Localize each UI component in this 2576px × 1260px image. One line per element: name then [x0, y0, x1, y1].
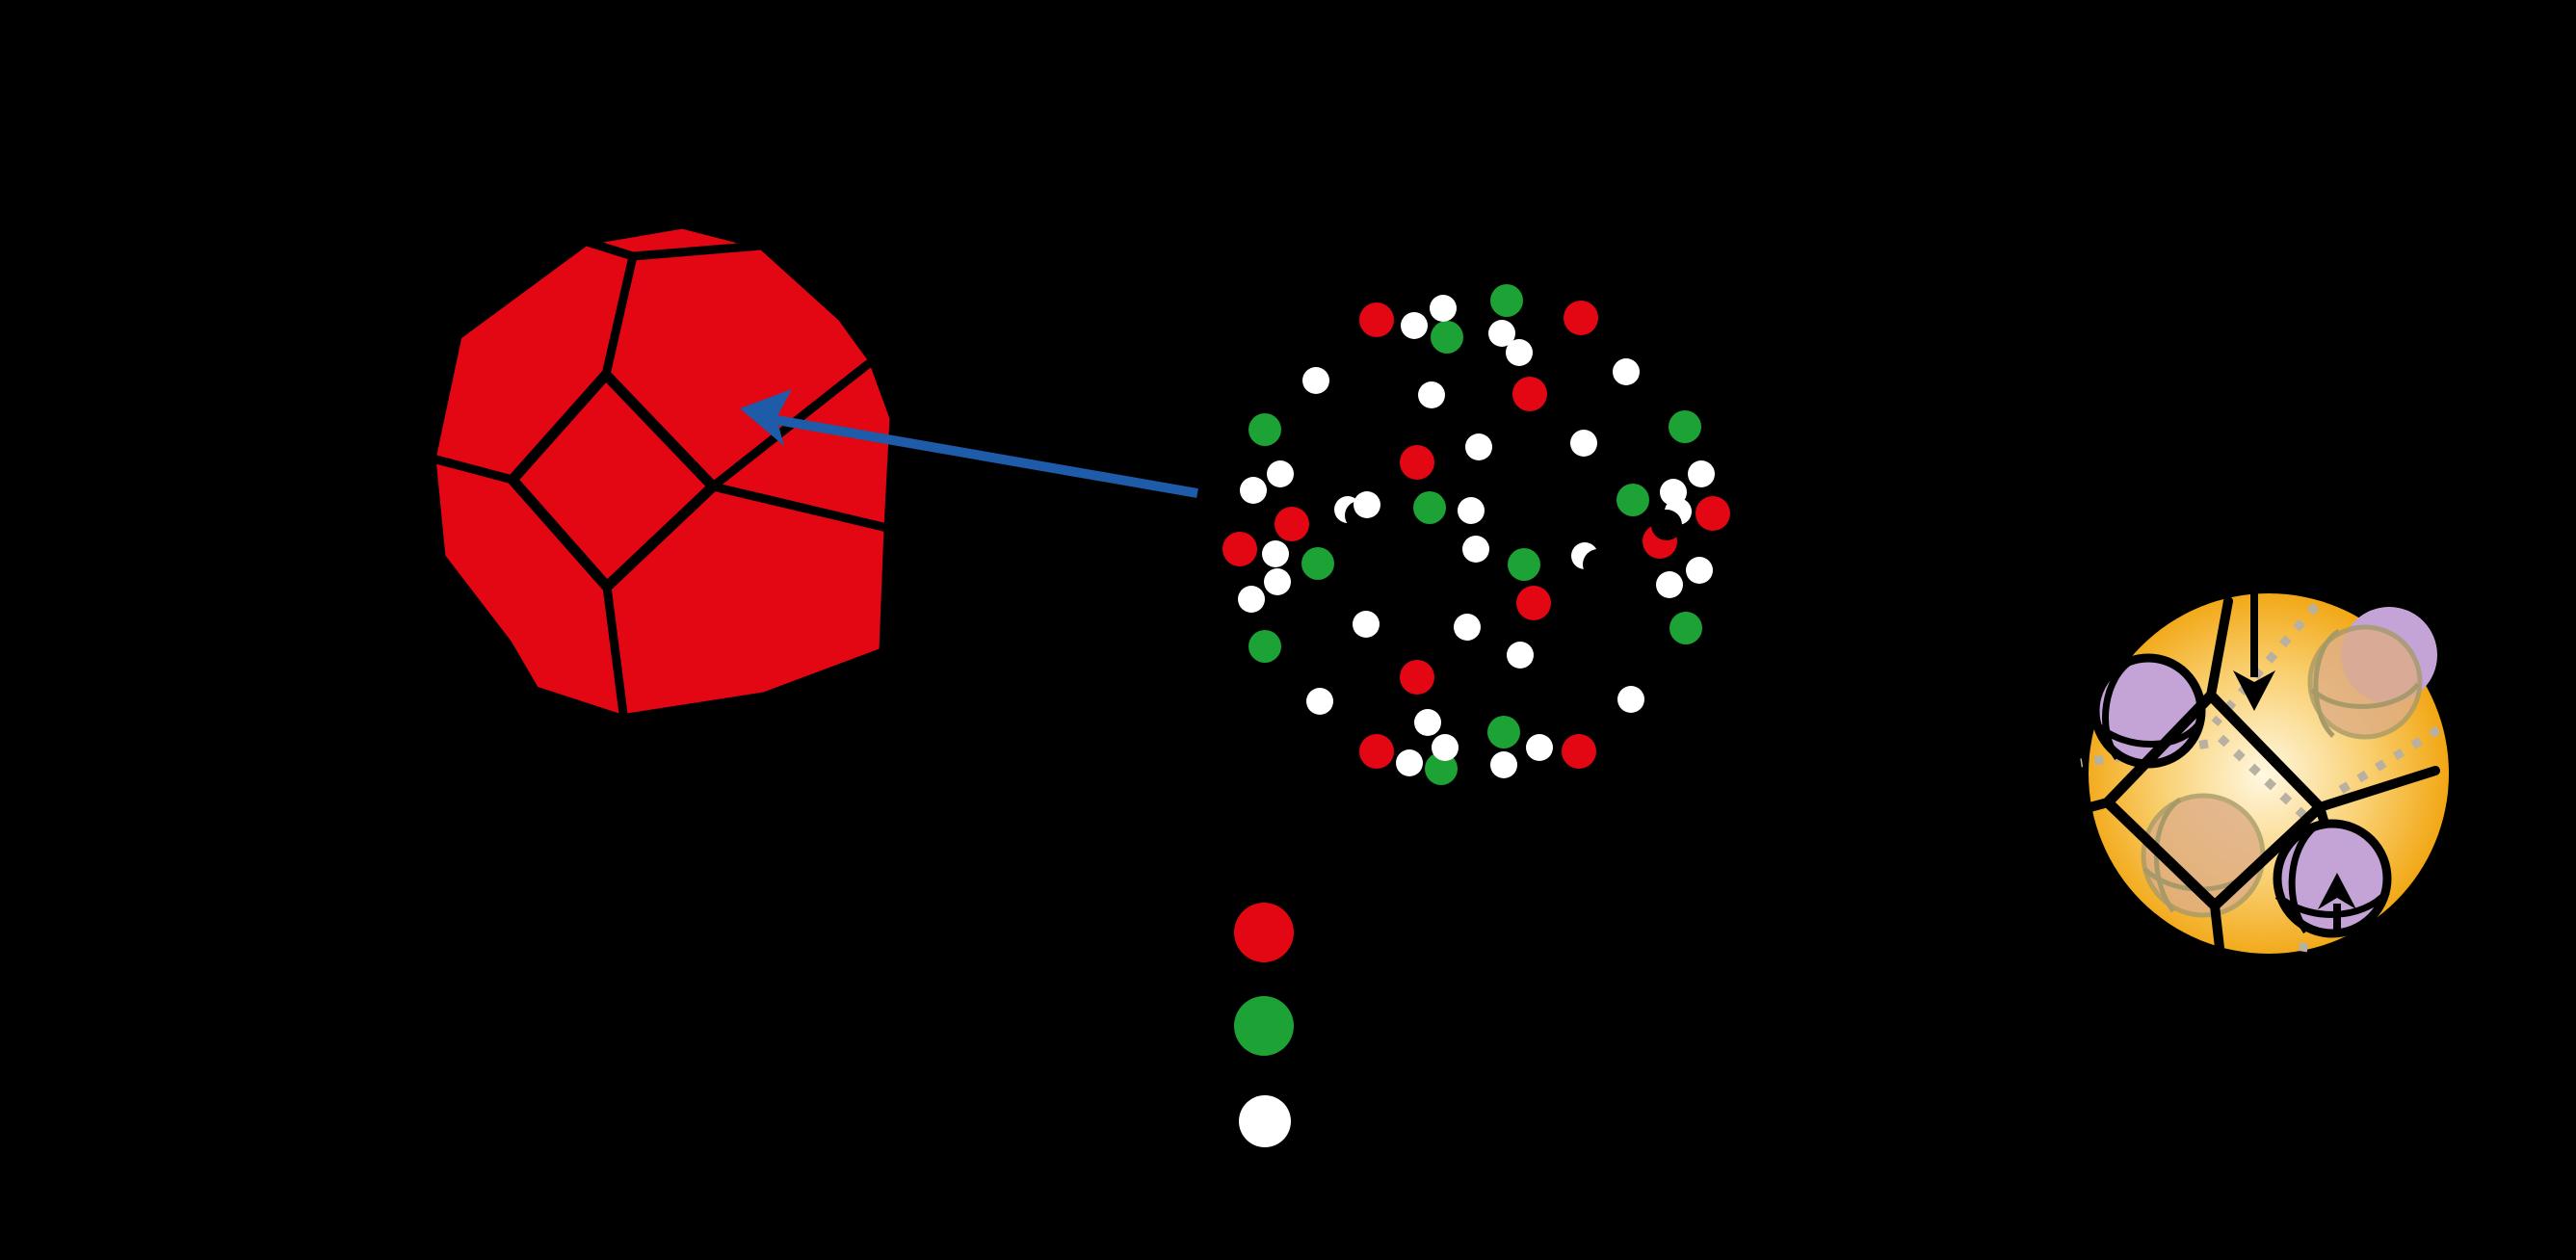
desorption-arrow-head [2318, 873, 2356, 909]
dot-white [1507, 642, 1534, 669]
dot-white [1354, 491, 1380, 518]
dot-white [1306, 688, 1333, 715]
dot-white [1490, 751, 1517, 778]
molecule-cluster [1222, 284, 1730, 785]
facet-edge [428, 454, 517, 485]
dot-white [1570, 430, 1597, 457]
dot-green [1301, 547, 1334, 580]
dot-red [1516, 586, 1551, 620]
dot-white [1613, 358, 1640, 385]
back-sphere-faded [2307, 624, 2423, 740]
dot-white [1458, 497, 1485, 524]
dot-red [1222, 532, 1257, 566]
dot-red [1562, 734, 1596, 769]
facet-edge [601, 251, 638, 380]
dot-white [1238, 586, 1265, 613]
dot-green [1490, 284, 1523, 317]
blue-arrow-shaft [775, 415, 1198, 498]
legend-swatch-white [1239, 1095, 1291, 1147]
dot-white [1432, 734, 1459, 761]
dot-white [1240, 477, 1267, 504]
dot-green [1249, 413, 1281, 446]
facet-edge [708, 482, 892, 533]
back-sphere-arc [2310, 682, 2421, 709]
dot-green [1249, 630, 1281, 663]
dot-red [1695, 496, 1730, 531]
dot-white [1353, 611, 1380, 638]
facet-edge [628, 241, 766, 261]
dot-red [1564, 301, 1598, 335]
dot-black-occluder [1651, 510, 1682, 540]
legend [1234, 903, 1294, 1147]
dot-white [1262, 540, 1289, 567]
legend-swatch-red [1234, 903, 1294, 962]
dot-black-occluder [1583, 549, 1614, 580]
front-sphere-purple [2273, 819, 2392, 938]
front-sphere-arc [2288, 824, 2318, 934]
adsorption-arrow-head [2233, 670, 2275, 711]
dot-white [1414, 709, 1441, 736]
dot-green [1617, 484, 1649, 516]
blue-zoom-arrow [740, 389, 1198, 498]
dot-white [1526, 734, 1553, 761]
dot-green [1425, 752, 1458, 785]
dot-green [1669, 410, 1701, 443]
dot-white [1488, 320, 1515, 347]
dot-green [1487, 716, 1520, 748]
dot-red [1275, 507, 1309, 541]
hidden-edge-dashed [2211, 603, 2320, 726]
dot-white [1617, 686, 1644, 713]
dot-white [1396, 749, 1423, 776]
dot-white [1430, 295, 1457, 322]
dot-white [1660, 479, 1687, 506]
dot-white [1506, 339, 1533, 366]
dot-white [1462, 536, 1489, 563]
dot-red [1400, 445, 1434, 480]
front-sphere-arc [2102, 656, 2135, 761]
dot-white [1454, 614, 1481, 641]
diamond-facet [507, 369, 719, 592]
front-sphere-arc [2093, 718, 2204, 748]
facet-edge [2206, 596, 2233, 700]
dot-white [1418, 381, 1445, 408]
back-sphere-arc [2313, 628, 2341, 738]
dot-white [1267, 460, 1294, 487]
facet-edge [2315, 766, 2440, 812]
dot-white [1302, 367, 1329, 394]
dot-green [1431, 321, 1463, 354]
dot-white [1264, 568, 1291, 595]
dot-white [1401, 312, 1428, 339]
hidden-edge-dashed [2217, 734, 2320, 830]
dot-red [1512, 377, 1547, 411]
blue-arrow-head [740, 389, 792, 446]
dot-white [1656, 571, 1683, 598]
facet-edge [582, 237, 638, 261]
dot-red [1359, 734, 1394, 769]
red-nanocrystal [428, 222, 897, 722]
facet-edge [602, 582, 628, 719]
magnified-gold-sphere [2078, 570, 2449, 955]
legend-swatch-green [1234, 996, 1294, 1056]
dot-white [1688, 460, 1715, 487]
dot-white [1686, 557, 1713, 584]
dot-green [1669, 612, 1702, 644]
dot-green [1508, 548, 1540, 581]
dot-red [1400, 660, 1434, 695]
dot-green [1413, 491, 1446, 524]
diamond-facet-outline [2102, 690, 2326, 911]
facet-edge [2210, 901, 2224, 953]
dot-red [1359, 302, 1394, 337]
dot-white [1465, 433, 1492, 460]
